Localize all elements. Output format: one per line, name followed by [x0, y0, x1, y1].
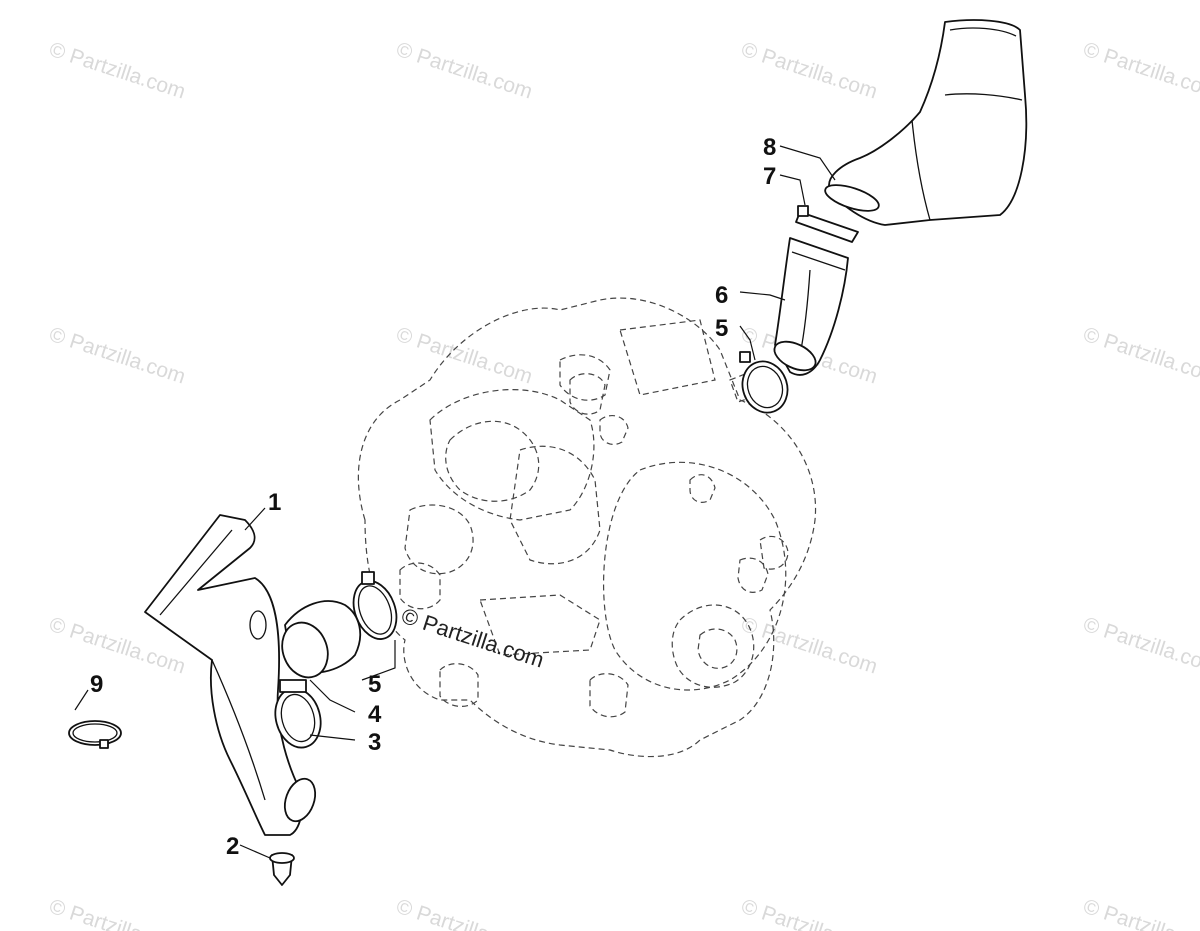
callout-6: 6	[715, 282, 728, 309]
drain-plug[interactable]	[269, 852, 295, 886]
upper-air-duct[interactable]	[822, 19, 1028, 226]
lower-boot-4[interactable]	[275, 600, 362, 684]
upper-hose-clamp[interactable]	[795, 205, 859, 243]
leader-lines	[74, 145, 836, 859]
watermark: © Partzilla.com	[46, 323, 188, 389]
callout-5-lower: 5	[368, 671, 381, 698]
watermark: © Partzilla.com	[1080, 323, 1200, 389]
ring-clamp-9[interactable]	[68, 720, 122, 749]
callout-3: 3	[368, 729, 381, 756]
upper-intake-boot[interactable]	[770, 237, 849, 376]
upper-clamp-5[interactable]	[735, 351, 794, 419]
callout-5-upper: 5	[715, 315, 728, 342]
watermark: © Partzilla.com	[1080, 38, 1200, 104]
watermark: © Partzilla.com	[393, 38, 535, 104]
callout-7: 7	[763, 163, 776, 190]
watermark: © Partzilla.com	[1080, 895, 1200, 931]
callout-1: 1	[268, 489, 281, 516]
callout-4: 4	[368, 701, 382, 728]
watermark: © Partzilla.com	[738, 38, 880, 104]
watermark-layer: © Partzilla.com © Partzilla.com © Partzi…	[46, 38, 1200, 931]
lower-clamp-3[interactable]	[269, 679, 327, 753]
watermark: © Partzilla.com	[1080, 613, 1200, 679]
watermark: © Partzilla.com	[738, 895, 880, 931]
callout-8: 8	[763, 134, 776, 161]
watermark-center: © Partzilla.com	[398, 603, 547, 673]
callout-2: 2	[226, 833, 239, 860]
lower-clamp-5[interactable]	[346, 571, 404, 645]
engine-ghost-outline	[357, 297, 817, 758]
watermark: © Partzilla.com	[393, 895, 535, 931]
callout-9: 9	[90, 671, 103, 698]
watermark: © Partzilla.com	[393, 323, 535, 389]
lower-intake-duct[interactable]	[144, 514, 321, 836]
watermark: © Partzilla.com	[738, 613, 880, 679]
watermark: © Partzilla.com	[46, 895, 188, 931]
callout-labels: 1 2 3 4 5 5 6 7 8 9	[90, 134, 776, 860]
watermark: © Partzilla.com	[46, 38, 188, 104]
